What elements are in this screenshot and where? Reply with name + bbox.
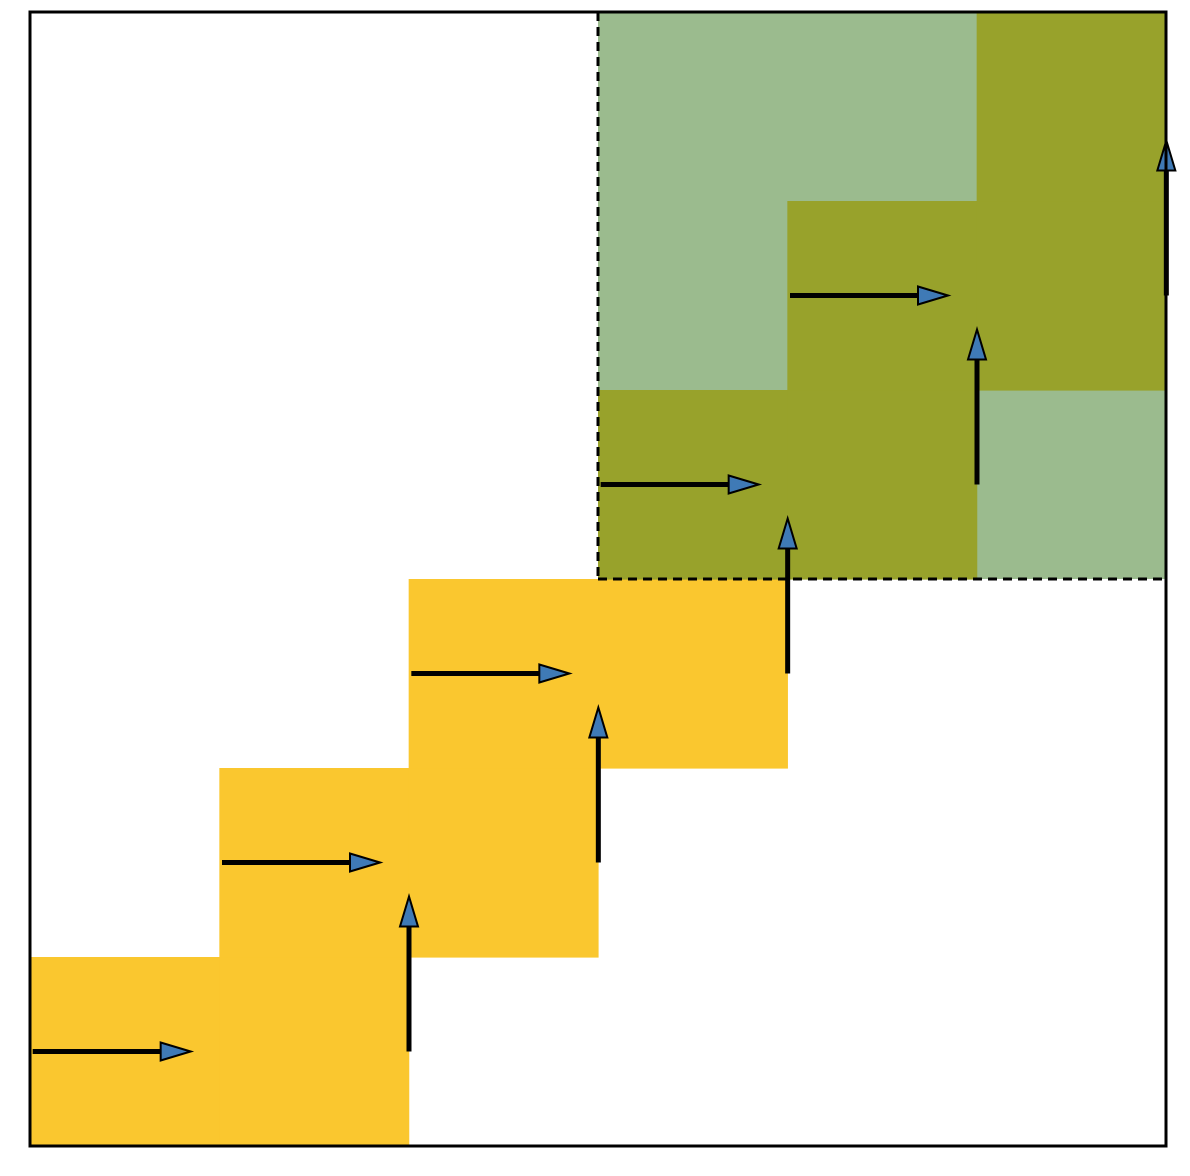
arrow-right [222,852,384,873]
arrow-up [587,704,609,863]
arrow-right [790,285,952,306]
highlight-region-border [596,12,1166,581]
arrow-right [600,474,763,495]
arrow-right [411,663,573,684]
path-cell [598,579,788,769]
path-cell [976,201,1167,391]
arrow-right [32,1041,195,1062]
path-cell [408,768,599,958]
arrow-up [966,326,988,485]
arrow-head [587,704,609,739]
arrow-head [398,893,420,928]
path-arrows [32,137,1177,1062]
diagram-frame [28,10,1168,1148]
path-cell [787,390,978,580]
arrow-up [777,515,799,674]
path-cell [976,12,1167,202]
arrow-head [159,1041,195,1062]
arrow-head [966,326,988,361]
arrow-head [917,285,952,306]
path-cell [219,957,410,1147]
arrow-head [727,474,763,495]
arrow-head [349,852,384,873]
arrow-head [538,663,573,684]
arrow-up [398,893,420,1052]
arrow-head [777,515,799,550]
